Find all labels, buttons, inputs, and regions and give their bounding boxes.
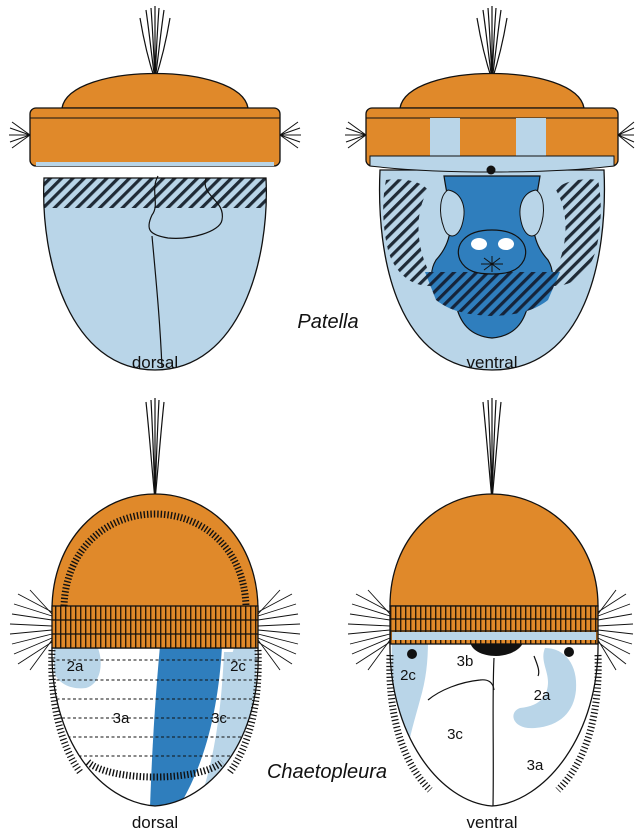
- hyposphere: [390, 640, 598, 806]
- mouth-dot: [487, 166, 496, 175]
- eye-right: [564, 647, 574, 657]
- eye-spot-left: [471, 238, 487, 250]
- prototroch-cilia-right: [258, 590, 300, 670]
- apical-tuft: [477, 6, 507, 80]
- eye-spot-right: [498, 238, 514, 250]
- prototroch-cilia-right: [618, 122, 634, 148]
- patella-dorsal-larva: dorsal: [9, 6, 301, 372]
- prototroch-cilia-left: [10, 590, 52, 670]
- segment-label-2a: 2a: [534, 687, 551, 704]
- hyposphere: [40, 176, 272, 370]
- segment-label-3a: 3a: [113, 710, 130, 727]
- hyposphere: [380, 170, 605, 370]
- chaetopleura-ventral-larva: 2c 3b 3c 2a 3a ventral: [348, 398, 633, 832]
- prototroch-cilia-right: [598, 590, 633, 670]
- episphere: [62, 74, 248, 109]
- prototroch: [30, 108, 280, 166]
- segment-label-2c: 2c: [230, 658, 246, 675]
- chaetopleura-dorsal-label: dorsal: [132, 813, 178, 832]
- prototroch: [52, 606, 258, 648]
- episphere: [400, 74, 584, 109]
- segment-label-3b: 3b: [457, 653, 474, 670]
- segment-label-2a: 2a: [67, 658, 84, 675]
- prototroch-cilia-left: [348, 590, 390, 670]
- chaetopleura-dorsal-larva: 2a 2c 3a 3c dorsal: [10, 398, 300, 832]
- chaetopleura-genus-label: Chaetopleura: [267, 761, 387, 783]
- prototroch: [390, 606, 598, 644]
- episphere: [390, 494, 598, 606]
- segment-label-2c: 2c: [400, 667, 416, 684]
- chaetopleura-ventral-label: ventral: [466, 813, 517, 832]
- mouth-star: [481, 256, 503, 272]
- patella-genus-label: Patella: [297, 311, 358, 333]
- prototroch-cilia-right: [280, 122, 301, 148]
- prototroch-cilia-left: [345, 122, 366, 148]
- prototroch-cilia-left: [9, 122, 30, 148]
- apical-tuft: [140, 6, 170, 80]
- eye-left: [407, 649, 417, 659]
- segment-label-3c: 3c: [447, 726, 463, 743]
- segment-label-3a: 3a: [527, 757, 544, 774]
- apical-tuft: [146, 398, 164, 500]
- segment-label-3c: 3c: [211, 710, 227, 727]
- patella-ventral-label: ventral: [466, 353, 517, 372]
- patella-dorsal-label: dorsal: [132, 353, 178, 372]
- prototroch: [366, 108, 618, 175]
- patella-ventral-larva: ventral: [345, 6, 634, 372]
- apical-tuft: [483, 398, 501, 500]
